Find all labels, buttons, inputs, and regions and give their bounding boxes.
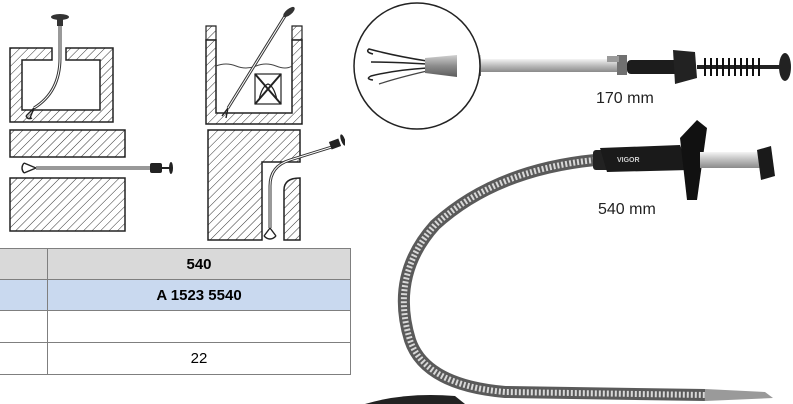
table-cell-value [47, 310, 351, 343]
product-photos: VIGOR [353, 2, 791, 404]
table-row: 540 [0, 248, 351, 280]
spec-table: 540 A 1523 5540 22 [0, 248, 351, 375]
usage-illustrations [9, 6, 345, 241]
table-row: 22 [0, 342, 351, 375]
table-row: A 1523 5540 [0, 279, 351, 311]
table-row [0, 310, 351, 343]
table-cell-label [0, 310, 48, 343]
diagram-horizontal-slot [9, 129, 173, 232]
table-cell-label [0, 342, 48, 375]
table-cell-label [0, 248, 48, 280]
dimension-label-long: 540 mm [598, 201, 656, 218]
dimension-label-short: 170 mm [596, 90, 654, 107]
claw-detail-circle [353, 2, 481, 130]
picked-object-dark [365, 395, 465, 404]
flexible-pickup-tool: VIGOR [397, 120, 775, 401]
table-cell-label [0, 279, 48, 311]
table-cell-article-number: A 1523 5540 [47, 279, 351, 311]
diagram-u-channel [9, 14, 114, 123]
diagram-liquid-container [205, 6, 303, 125]
handle-brand-label: VIGOR [617, 157, 640, 164]
table-cell-value: 22 [47, 342, 351, 375]
diagram-l-bend [207, 129, 345, 241]
table-cell-length: 540 [47, 248, 351, 280]
